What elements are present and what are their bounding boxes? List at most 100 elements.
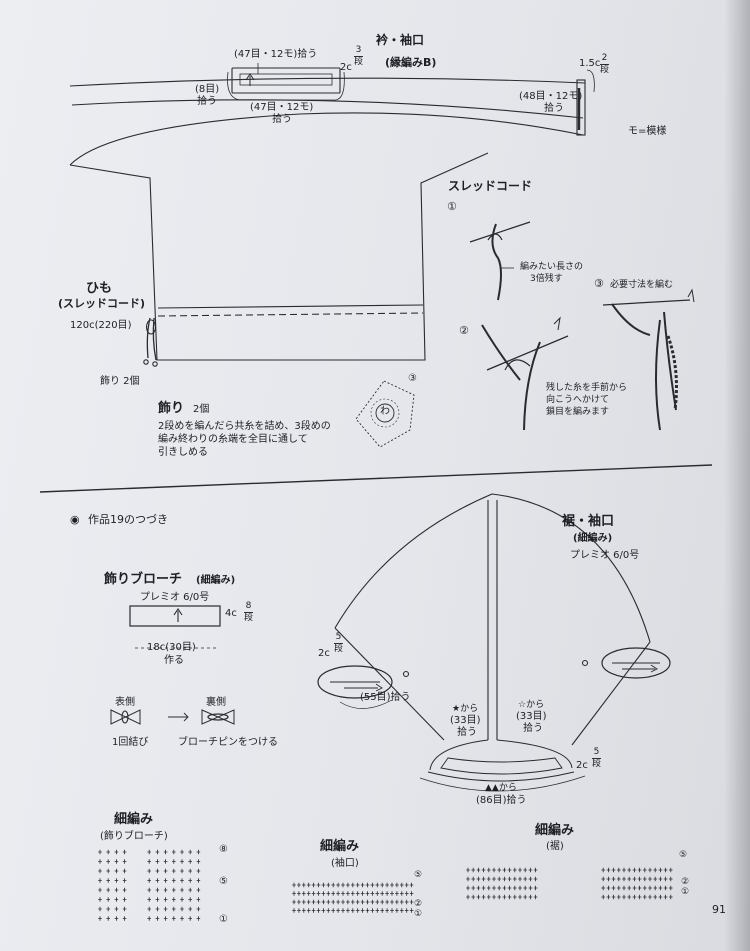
stitch-mark <box>155 906 160 912</box>
stitch-mark <box>306 899 311 905</box>
brooch-yarn: プレミオ 6/0号 <box>140 592 210 603</box>
chart-cuff-sub: (袖口) <box>331 858 359 869</box>
stitch-mark <box>106 887 110 893</box>
stitch-mark <box>390 908 394 913</box>
hem-left-pick: (55目)拾う <box>360 692 411 703</box>
stitch-mark <box>336 908 340 913</box>
stitch-mark <box>669 876 673 882</box>
stitch-mark <box>297 908 301 913</box>
stitch-mark <box>533 894 538 900</box>
stitch-mark <box>114 849 119 855</box>
brooch-row1: ① <box>219 914 228 925</box>
stitch-mark <box>114 906 119 912</box>
stitch-mark <box>106 906 110 912</box>
brooch-back-note: ブローチピンをつける <box>178 737 278 748</box>
stitch-mark <box>492 867 496 873</box>
stitch-mark <box>297 899 301 905</box>
bow-back <box>201 709 235 725</box>
stitch-mark <box>390 899 394 905</box>
stitch-mark <box>658 867 663 873</box>
left-cuff <box>317 665 393 699</box>
stitch-mark <box>507 894 512 900</box>
stitch-mark <box>637 867 642 873</box>
stitch-mark <box>502 894 507 900</box>
stitch-mark <box>188 859 192 864</box>
ornament-count: 2個 <box>193 404 210 415</box>
stitch-mark <box>114 868 119 874</box>
stitch-mark <box>98 849 102 855</box>
stitch-mark <box>622 876 626 882</box>
stitch-mark <box>360 882 365 888</box>
stitch-mark <box>360 908 365 913</box>
stitch-mark <box>466 885 470 891</box>
stitch-mark <box>518 894 522 900</box>
ornament-title: 飾り <box>158 401 185 416</box>
stitch-mark <box>306 891 311 896</box>
stitch-mark <box>476 885 481 891</box>
page-number: 91 <box>712 903 726 916</box>
stitch-mark <box>643 885 647 891</box>
hem-title: 裾・袖口 <box>562 514 615 529</box>
brooch-front-note: 1回結び <box>112 737 149 748</box>
stitch-mark <box>326 908 331 913</box>
stitch-mark <box>518 876 522 882</box>
cord-step3: ③ <box>594 277 604 290</box>
stitch-mark <box>375 891 380 896</box>
hem-wstar-pick: 拾う <box>523 723 543 734</box>
brooch-back-label: 裏側 <box>206 697 226 708</box>
stitch-mark <box>653 894 657 900</box>
stitch-mark <box>365 899 370 905</box>
cuff-width: 1.5c <box>579 58 601 69</box>
stitch-mark <box>331 899 335 905</box>
stitch-mark <box>528 876 533 882</box>
stitch-mark <box>155 878 160 883</box>
stitch-mark <box>523 867 527 873</box>
stitch-mark <box>528 867 533 873</box>
hem-wstar-count: (33目) <box>516 711 547 722</box>
stitch-mark <box>507 885 512 891</box>
stitch-mark <box>155 897 160 902</box>
stitch-mark <box>513 876 517 882</box>
stitch-mark <box>487 894 491 900</box>
stitch-mark <box>471 894 475 900</box>
collar-pick-bottom: (47目・12モ) <box>250 102 314 113</box>
stitch-mark <box>622 867 626 873</box>
stitch-mark <box>98 859 102 864</box>
stitch-mark <box>321 899 326 905</box>
stitch-mark <box>311 891 316 896</box>
stitch-mark <box>606 894 611 900</box>
stitch-mark <box>341 908 345 913</box>
stitch-mark <box>336 891 340 896</box>
stitch-mark <box>601 876 605 882</box>
stitch-mark <box>106 859 110 864</box>
stitch-mark <box>611 885 616 891</box>
stitch-mark <box>380 882 384 888</box>
stitch-mark <box>172 887 176 893</box>
stitch-mark <box>196 887 201 893</box>
stitch-mark <box>172 897 176 902</box>
continuation-heading: 作品19のつづき <box>88 513 168 526</box>
stitch-mark <box>147 868 151 874</box>
hem-kite-outline <box>334 493 651 746</box>
ornament-desc1: 2段めを編んだら共糸を詰め、3段めの <box>158 421 331 432</box>
stitch-mark <box>643 876 647 882</box>
stitch-mark <box>481 885 486 891</box>
hem-left-height: 2c <box>318 648 330 659</box>
stitch-mark <box>302 908 306 913</box>
chart-cuff-title: 細編み <box>320 839 360 854</box>
stitch-mark <box>380 891 384 896</box>
stitch-mark <box>481 894 486 900</box>
stitch-mark <box>404 882 409 888</box>
stitch-mark <box>188 897 192 902</box>
stitch-mark <box>653 867 657 873</box>
stitch-mark <box>632 885 637 891</box>
stitch-mark <box>122 887 127 893</box>
stitch-mark <box>106 916 110 921</box>
stitch-mark <box>606 876 611 882</box>
stitch-mark <box>611 894 616 900</box>
brooch-stitch-chart <box>98 849 201 921</box>
stitch-mark <box>163 849 168 855</box>
